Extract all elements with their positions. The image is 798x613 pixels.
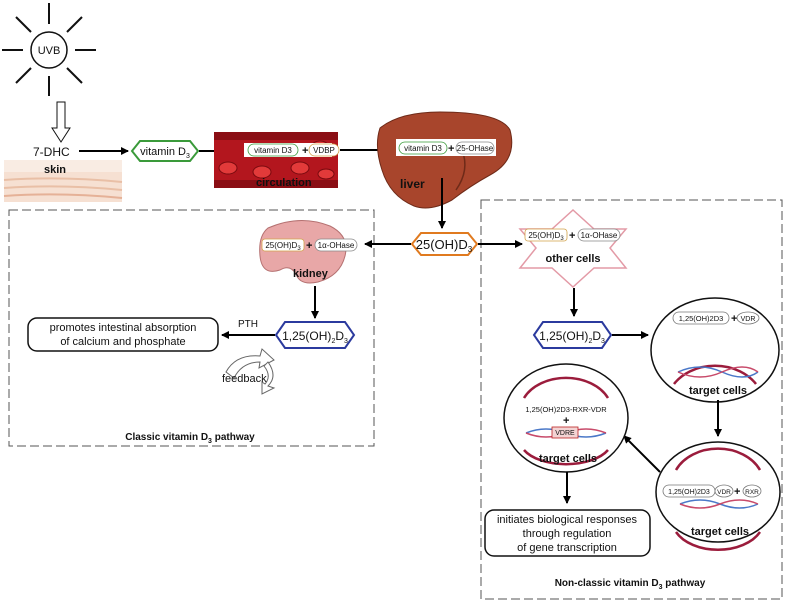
target2-rxr-pill bbox=[742, 484, 762, 498]
other-cells-star bbox=[518, 208, 628, 289]
target1-ligand-pill bbox=[672, 311, 730, 325]
nonclassic-pathway-box bbox=[480, 199, 783, 600]
nonclassic-125-ohd3-label: 1,25(OH)2D3 bbox=[539, 329, 605, 345]
pth-label: PTH bbox=[238, 319, 258, 330]
skin-label: skin bbox=[44, 164, 66, 176]
kidney-illustration bbox=[259, 219, 347, 284]
target1-plus: + bbox=[731, 313, 737, 325]
absorption-line1: promotes intestinal absorption bbox=[50, 322, 197, 334]
vdre-label: VDRE bbox=[555, 430, 575, 437]
nonclassic-125-ohd3-node bbox=[532, 321, 613, 349]
kidney-1a-ohase-pill bbox=[314, 238, 358, 252]
vdre-box bbox=[551, 426, 579, 439]
target1-label: target cells bbox=[689, 385, 747, 397]
skin-illustration bbox=[3, 160, 123, 202]
vdbp-label: VDBP bbox=[313, 146, 335, 155]
classic-pathway-box bbox=[8, 209, 375, 447]
7-dhc-label: 7-DHC bbox=[33, 145, 70, 159]
other-1a-ohase-pill bbox=[577, 228, 621, 242]
response-box bbox=[484, 509, 651, 557]
25-ohd3-node bbox=[410, 232, 479, 256]
target2-plus: + bbox=[734, 486, 740, 498]
classic-pathway-title: Classic vitamin D3 pathway bbox=[125, 432, 255, 445]
target1-ligand: 1,25(OH)2D3 bbox=[679, 314, 724, 323]
target1-vdr: VDR bbox=[741, 316, 756, 323]
target3-plus: + bbox=[563, 415, 569, 427]
vitamin-d3-label: vitamin D3 bbox=[140, 146, 190, 160]
absorption-box bbox=[27, 317, 219, 352]
classic-125-ohd3-label: 1,25(OH)2D3 bbox=[282, 329, 348, 345]
liver-vitd3-pill bbox=[398, 141, 448, 155]
other-1a-ohase: 1α-OHase bbox=[581, 231, 618, 240]
kidney-25ohd3: 25(OH)D3 bbox=[265, 241, 301, 252]
other-25ohd3-pill bbox=[524, 228, 568, 242]
kidney-25ohd3-pill bbox=[261, 238, 305, 252]
classic-125-ohd3-node bbox=[274, 321, 356, 349]
other-25ohd3: 25(OH)D3 bbox=[528, 231, 564, 242]
circ-vitd3-pill bbox=[247, 143, 299, 157]
circulation-label: circulation bbox=[256, 177, 312, 189]
25-ohase-label: 25-OHase bbox=[457, 144, 494, 153]
response-line2: through regulation bbox=[523, 528, 612, 540]
feedback-loop-arrow bbox=[225, 348, 276, 395]
other-plus: + bbox=[569, 230, 575, 242]
uvb-arrow bbox=[51, 101, 71, 143]
feedback-label: feedback bbox=[222, 373, 267, 385]
absorption-line2: of calcium and phosphate bbox=[60, 336, 185, 348]
vitamin-d3-node bbox=[130, 140, 200, 162]
circ-vitd3: vitamin D3 bbox=[254, 146, 292, 155]
25-ohd3-label: 25(OH)D3 bbox=[416, 237, 473, 254]
kidney-1a-ohase: 1α-OHase bbox=[318, 241, 355, 250]
response-line3: of gene transcription bbox=[517, 542, 617, 554]
sun-icon: UVB bbox=[2, 3, 96, 96]
response-line1: initiates biological responses bbox=[497, 514, 638, 526]
target1-vdr-pill bbox=[736, 311, 760, 325]
circ-plus: + bbox=[302, 145, 308, 157]
target2-label: target cells bbox=[691, 526, 749, 538]
target2-ligand: 1,25(OH)2D3 bbox=[668, 489, 710, 496]
arrow-target2-to-target3 bbox=[623, 435, 661, 473]
vdbp-pill bbox=[308, 143, 340, 157]
target3-label: target cells bbox=[539, 453, 597, 465]
25-ohase-pill bbox=[455, 141, 495, 155]
target2-vdr-pill bbox=[714, 484, 734, 498]
liver-illustration bbox=[376, 111, 513, 209]
target2-vdr: VDR bbox=[717, 489, 731, 496]
liver-label: liver bbox=[400, 177, 425, 191]
target-cell-3 bbox=[503, 363, 629, 473]
liver-plus: + bbox=[448, 143, 454, 155]
kidney-plus: + bbox=[306, 240, 312, 252]
uvb-label: UVB bbox=[38, 45, 61, 57]
other-cells-label: other cells bbox=[545, 253, 600, 265]
target2-rxr: RXR bbox=[745, 489, 759, 496]
target3-complex: 1,25(OH)2D3-RXR-VDR bbox=[525, 405, 607, 414]
liver-vitd3: vitamin D3 bbox=[404, 144, 442, 153]
nonclassic-pathway-title: Non-classic vitamin D3 pathway bbox=[555, 578, 706, 591]
kidney-label: kidney bbox=[293, 268, 329, 280]
